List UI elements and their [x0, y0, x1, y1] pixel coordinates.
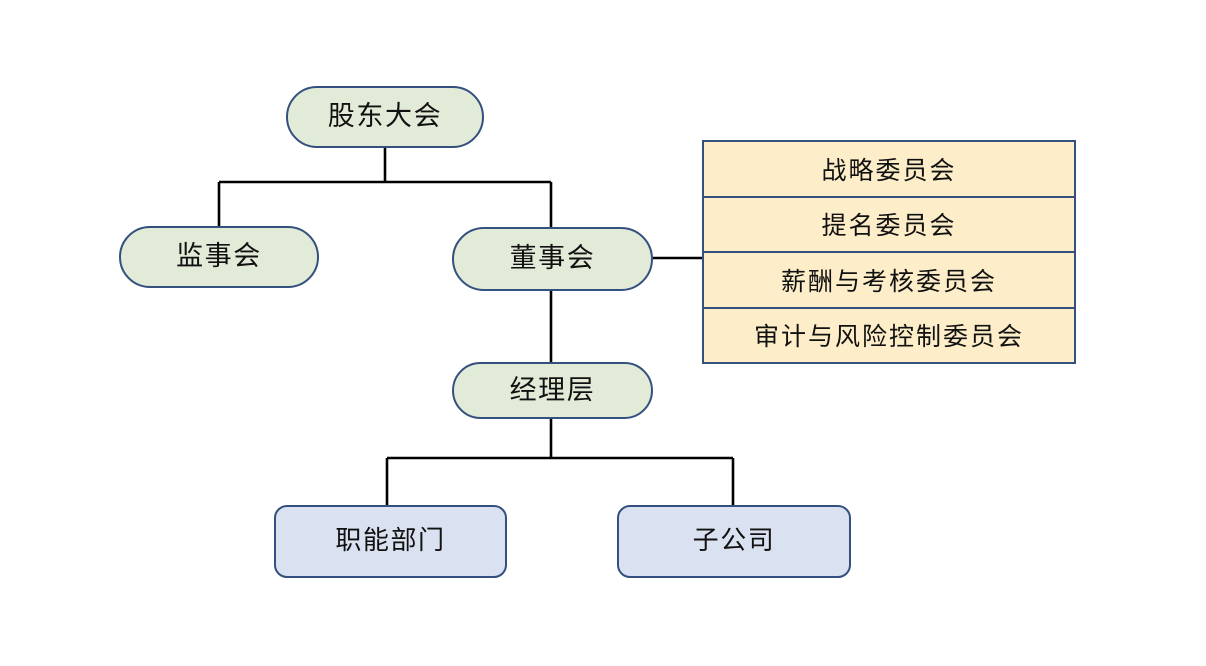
committee-table: 战略委员会 提名委员会 薪酬与考核委员会 审计与风险控制委员会	[702, 140, 1076, 364]
node-subsidiaries[interactable]: 子公司	[617, 505, 851, 578]
node-management-layer-label: 经理层	[509, 374, 596, 405]
node-board-of-directors-label: 董事会	[509, 243, 596, 274]
committee-row-audit-label: 审计与风险控制委员会	[753, 324, 1024, 352]
node-board-of-supervisors-label: 监事会	[176, 241, 262, 272]
committee-row-strategy-label: 战略委员会	[821, 157, 957, 185]
node-functional-departments[interactable]: 职能部门	[274, 505, 507, 578]
committee-row-audit[interactable]: 审计与风险控制委员会	[704, 309, 1074, 363]
committee-row-nomination-label: 提名委员会	[821, 213, 957, 241]
node-shareholders-meeting[interactable]: 股东大会	[286, 86, 484, 148]
node-board-of-directors[interactable]: 董事会	[452, 227, 653, 291]
node-functional-departments-label: 职能部门	[335, 526, 446, 556]
node-board-of-supervisors[interactable]: 监事会	[119, 226, 319, 288]
committee-row-nomination[interactable]: 提名委员会	[704, 198, 1074, 253]
node-management-layer[interactable]: 经理层	[452, 362, 653, 419]
committee-row-strategy[interactable]: 战略委员会	[704, 142, 1074, 198]
committee-row-compensation[interactable]: 薪酬与考核委员会	[704, 253, 1074, 309]
node-subsidiaries-label: 子公司	[692, 526, 776, 556]
committee-row-compensation-label: 薪酬与考核委员会	[780, 268, 997, 296]
node-shareholders-meeting-label: 股东大会	[327, 101, 443, 132]
